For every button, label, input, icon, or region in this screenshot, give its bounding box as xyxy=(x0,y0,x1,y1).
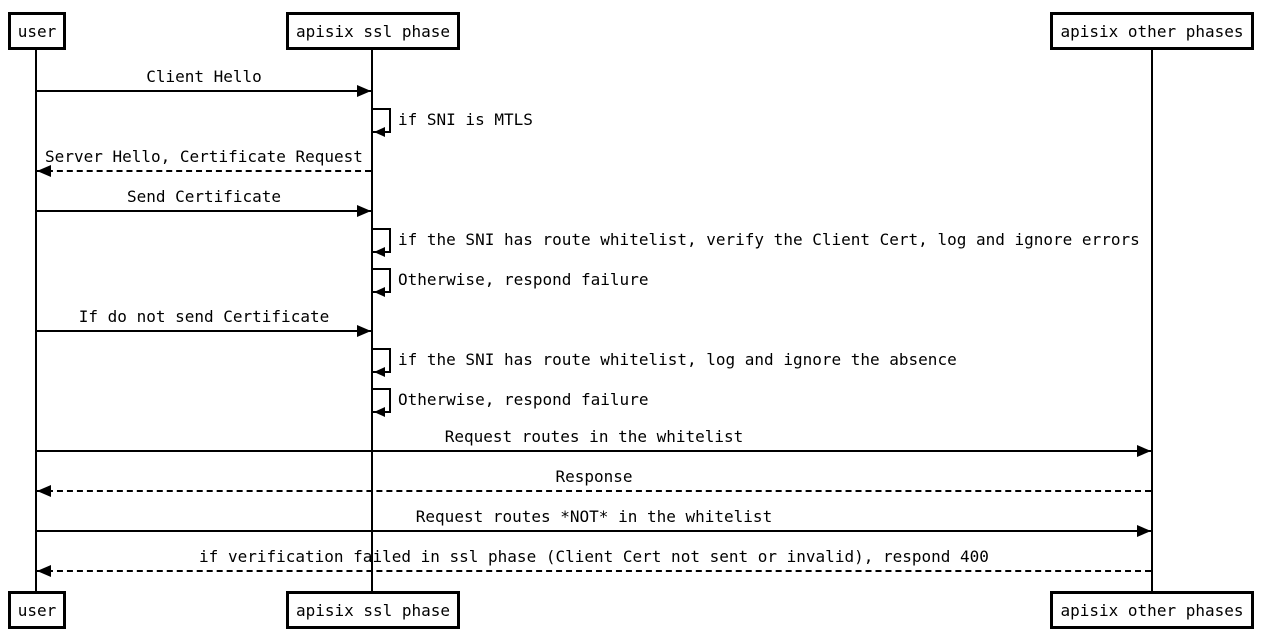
message-label: Send Certificate xyxy=(126,187,282,206)
self-message-arrowhead-icon xyxy=(374,367,385,377)
self-message-label: if the SNI has route whitelist, log and … xyxy=(398,350,957,369)
self-message-label: Otherwise, respond failure xyxy=(398,270,649,289)
self-message-arrowhead-icon xyxy=(374,287,385,297)
message-line xyxy=(37,330,371,332)
self-message-label: Otherwise, respond failure xyxy=(398,390,649,409)
actor-box-top-user: user xyxy=(8,12,66,50)
lifeline-other xyxy=(1151,50,1153,591)
message-line xyxy=(37,530,1151,532)
message-label: Request routes *NOT* in the whitelist xyxy=(415,507,773,526)
self-message-label: if SNI is MTLS xyxy=(398,110,533,129)
message-arrowhead-icon xyxy=(1137,445,1151,457)
actor-box-top-ssl: apisix ssl phase xyxy=(286,12,460,50)
message-arrowhead-icon xyxy=(37,565,51,577)
lifeline-user xyxy=(35,50,37,591)
message-arrowhead-icon xyxy=(357,205,371,217)
actor-box-top-other: apisix other phases xyxy=(1050,12,1254,50)
self-message-arrowhead-icon xyxy=(374,127,385,137)
actor-box-bottom-ssl: apisix ssl phase xyxy=(286,591,460,629)
message-label: If do not send Certificate xyxy=(78,307,330,326)
message-label: Request routes in the whitelist xyxy=(444,427,744,446)
message-label: if verification failed in ssl phase (Cli… xyxy=(199,547,989,566)
message-label: Response xyxy=(555,467,633,486)
message-arrowhead-icon xyxy=(357,325,371,337)
message-label: Server Hello, Certificate Request xyxy=(45,147,363,166)
self-message-arrowhead-icon xyxy=(374,247,385,257)
message-line xyxy=(37,570,1151,572)
lifeline-ssl xyxy=(371,50,373,591)
message-line xyxy=(37,90,371,92)
message-arrowhead-icon xyxy=(357,85,371,97)
actor-box-bottom-other: apisix other phases xyxy=(1050,591,1254,629)
message-arrowhead-icon xyxy=(37,165,51,177)
message-arrowhead-icon xyxy=(37,485,51,497)
message-line xyxy=(37,450,1151,452)
self-message-arrowhead-icon xyxy=(374,407,385,417)
self-message-label: if the SNI has route whitelist, verify t… xyxy=(398,230,1140,249)
actor-box-bottom-user: user xyxy=(8,591,66,629)
message-line xyxy=(37,170,371,172)
message-arrowhead-icon xyxy=(1137,525,1151,537)
message-line xyxy=(37,490,1151,492)
message-line xyxy=(37,210,371,212)
message-label: Client Hello xyxy=(146,67,262,86)
